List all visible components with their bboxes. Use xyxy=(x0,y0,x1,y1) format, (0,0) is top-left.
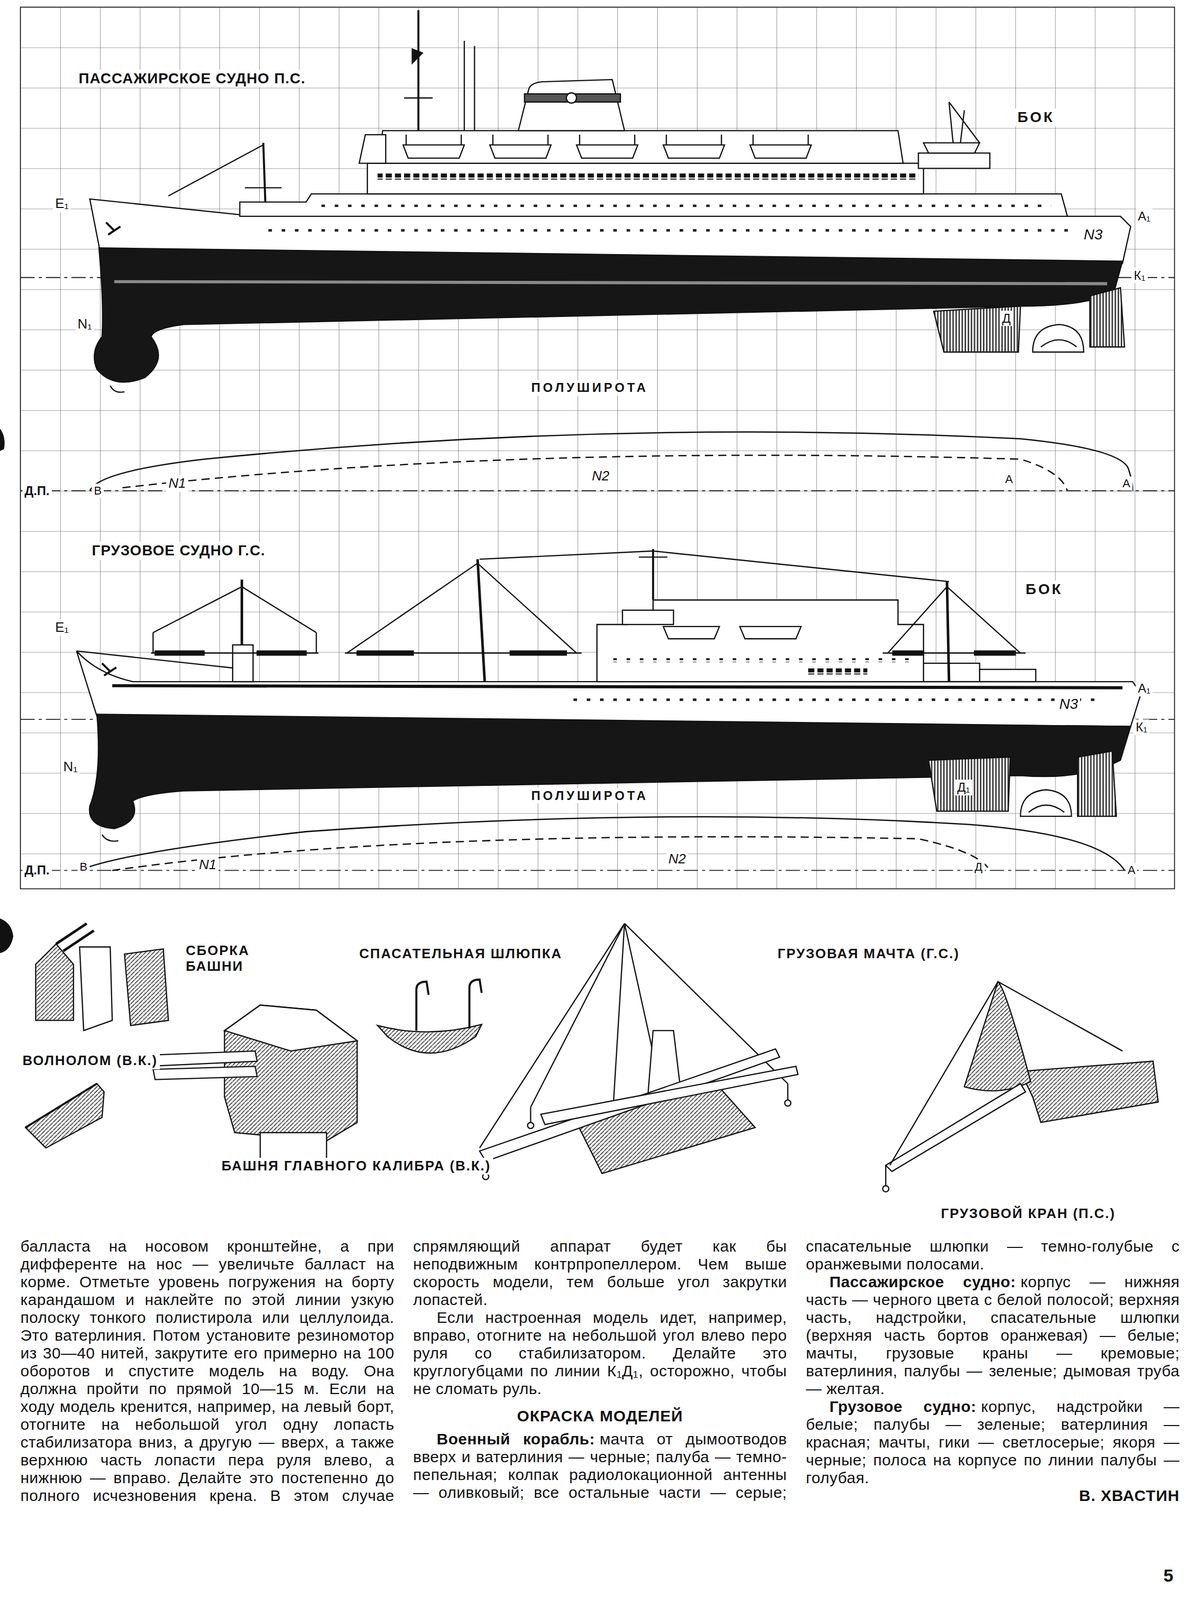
section-mark: N3 xyxy=(1081,225,1105,244)
point-label: А xyxy=(1003,472,1016,487)
point-label: Е₁ xyxy=(52,195,71,213)
figure-caption: БАШНЯ ГЛАВНОГО КАЛИБРА (В.К.) xyxy=(219,1158,494,1175)
point-label: В xyxy=(77,859,90,875)
lead-term: Грузовое судно: xyxy=(829,1398,977,1416)
section-mark: N2 xyxy=(589,467,612,485)
view-label: БОК xyxy=(1023,580,1065,599)
point-label: Д₁ xyxy=(955,779,973,796)
point-label: N₁ xyxy=(75,316,95,333)
figure-caption: ГРУЗОВАЯ МАЧТА (Г.С.) xyxy=(775,945,962,963)
figure-caption: СБОРКА БАШНИ xyxy=(183,942,252,976)
lead-term: Пассажирское судно: xyxy=(829,1273,1017,1291)
figure-caption: ГРУЗОВОЙ КРАН (П.С.) xyxy=(938,1205,1118,1223)
point-label: Е₁ xyxy=(52,619,71,637)
point-label: N₁ xyxy=(61,758,81,776)
section-mark: N1 xyxy=(166,475,188,493)
paragraph: Грузовое судно:корпус, надстройки — белы… xyxy=(806,1398,1180,1488)
figure-caption: ВОЛНОЛОМ (В.К.) xyxy=(20,1052,160,1070)
axis-label: Д.П. xyxy=(22,862,52,879)
section-title: ПАССАЖИРСКОЕ СУДНО П.С. xyxy=(76,69,308,88)
paragraph-text: Если настроенная модель идет, например, … xyxy=(412,1309,787,1399)
point-label: А₁ xyxy=(1135,208,1153,225)
paragraph: Пассажирское судно:корпус — нижняя часть… xyxy=(806,1273,1180,1399)
point-label: А xyxy=(1125,863,1138,878)
view-label: ПОЛУШИРОТА xyxy=(529,379,651,396)
view-label: ПОЛУШИРОТА xyxy=(529,788,651,804)
view-label: БОК xyxy=(1015,108,1057,127)
section-mark: N3 xyxy=(1057,694,1081,713)
point-label: К₁ xyxy=(1133,720,1150,736)
page-number: 5 xyxy=(1161,1565,1176,1588)
paragraph-text: корпус — нижняя часть — черного цвета с … xyxy=(806,1273,1180,1398)
section-title: ГРУЗОВОЕ СУДНО Г.С. xyxy=(89,541,268,560)
point-label: К₁ xyxy=(1131,267,1148,284)
lead-term: Военный корабль: xyxy=(436,1430,595,1448)
point-label: А xyxy=(1120,476,1133,491)
author-signature: В. ХВАСТИН xyxy=(806,1487,1180,1506)
point-label: Д xyxy=(972,859,985,875)
section-mark: N1 xyxy=(197,856,219,874)
axis-label: Д.П. xyxy=(22,483,52,499)
point-label: Д xyxy=(999,310,1013,327)
text-columns: балласта на носовом кронштейне, а при ди… xyxy=(20,1237,1180,1506)
figure-caption: СПАСАТЕЛЬНАЯ ШЛЮПКА xyxy=(357,945,565,963)
section-mark: N2 xyxy=(666,851,689,868)
point-label: В xyxy=(91,483,104,498)
section-heading: ОКРАСКА МОДЕЛЕЙ xyxy=(412,1407,787,1426)
point-label: А₁ xyxy=(1135,681,1153,697)
